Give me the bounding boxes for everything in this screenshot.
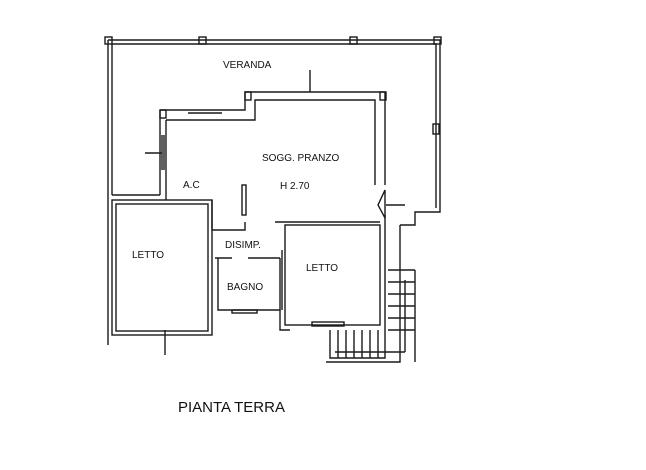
- label-bed-left: LETTO: [132, 250, 164, 261]
- right-bedroom-walls: [284, 224, 381, 327]
- staircase: [326, 215, 416, 363]
- label-bath: BAGNO: [227, 282, 263, 293]
- label-veranda: VERANDA: [223, 60, 272, 71]
- hallway-bath-walls: [211, 200, 380, 331]
- label-hallway: DISIMP.: [225, 240, 261, 251]
- label-ac: A.C: [183, 180, 200, 191]
- plan-title: PIANTA TERRA: [178, 399, 285, 416]
- label-living: SOGG. PRANZO: [262, 153, 339, 164]
- veranda-outline: [104, 36, 442, 345]
- label-height: H 2.70: [280, 181, 310, 192]
- label-bed-right: LETTO: [306, 263, 338, 274]
- left-bedroom-walls: [111, 199, 213, 355]
- living-room-walls: [145, 70, 405, 219]
